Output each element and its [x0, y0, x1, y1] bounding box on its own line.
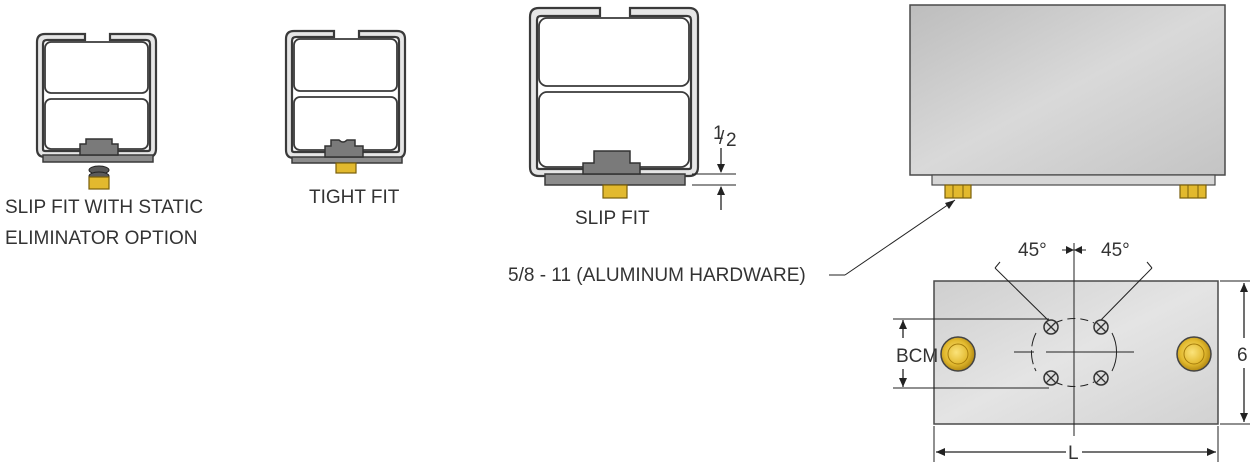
channel-outline-2 [284, 29, 407, 160]
mount-hole-tl [1043, 319, 1059, 335]
half-inch-dimension: 1 / 2 [692, 123, 737, 210]
side-nut-right [1179, 184, 1207, 199]
base-plate-3 [544, 173, 686, 186]
block-body [909, 4, 1226, 176]
channel-outline-1 [35, 32, 158, 159]
hardware-callout: 5/8 - 11 (ALUMINUM HARDWARE) [508, 199, 956, 286]
height-dimension: 6 [1220, 280, 1250, 425]
clip-1 [79, 138, 119, 156]
mount-hole-bl [1043, 370, 1059, 386]
label-bcm: BCM [896, 346, 938, 367]
label-angle-left: 45° [1018, 240, 1047, 261]
label-length: L [1068, 443, 1079, 463]
figure-block-side-view [909, 4, 1226, 199]
figure-plate-top-view: 45° 45° BCM 6 [893, 240, 1250, 463]
brass-nut-1 [88, 176, 110, 190]
label-height: 6 [1237, 345, 1248, 366]
brass-nut-3 [602, 184, 628, 199]
clip-2 [324, 139, 364, 158]
figure-slip-fit: SLIP FIT 1 / 2 [528, 6, 737, 229]
figure-slip-fit-static: SLIP FIT WITH STATIC ELIMINATOR OPTION [5, 32, 203, 249]
half-numerator: 1 [713, 123, 724, 144]
channel-upper-cavity-1 [44, 41, 149, 94]
label-slip-fit: SLIP FIT [575, 208, 650, 229]
bcm-dimension: BCM [893, 318, 1049, 389]
brass-nut-2 [335, 162, 357, 174]
label-hardware: 5/8 - 11 (ALUMINUM HARDWARE) [508, 265, 806, 286]
side-nut-left [944, 184, 972, 199]
channel-upper-cavity-2 [293, 38, 398, 92]
svg-text:/: / [719, 128, 725, 149]
mount-hole-br [1093, 370, 1109, 386]
mount-hole-tr [1093, 319, 1109, 335]
length-dimension: L [933, 426, 1219, 463]
block-base-plate [931, 174, 1216, 186]
label-slip-fit-static-line1: SLIP FIT WITH STATIC [5, 197, 203, 218]
label-angle-right: 45° [1101, 240, 1130, 261]
channel-outline-3 [528, 6, 700, 178]
label-tight-fit: TIGHT FIT [309, 187, 400, 208]
top-nut-left [940, 336, 976, 372]
label-slip-fit-static-line2: ELIMINATOR OPTION [5, 228, 198, 249]
figure-tight-fit: TIGHT FIT [284, 29, 407, 208]
base-plate-2 [291, 156, 403, 164]
channel-upper-cavity-3 [538, 17, 690, 87]
base-plate-1 [42, 154, 154, 163]
half-denominator: 2 [726, 130, 737, 151]
top-nut-right [1176, 336, 1212, 372]
clip-3 [582, 150, 641, 175]
